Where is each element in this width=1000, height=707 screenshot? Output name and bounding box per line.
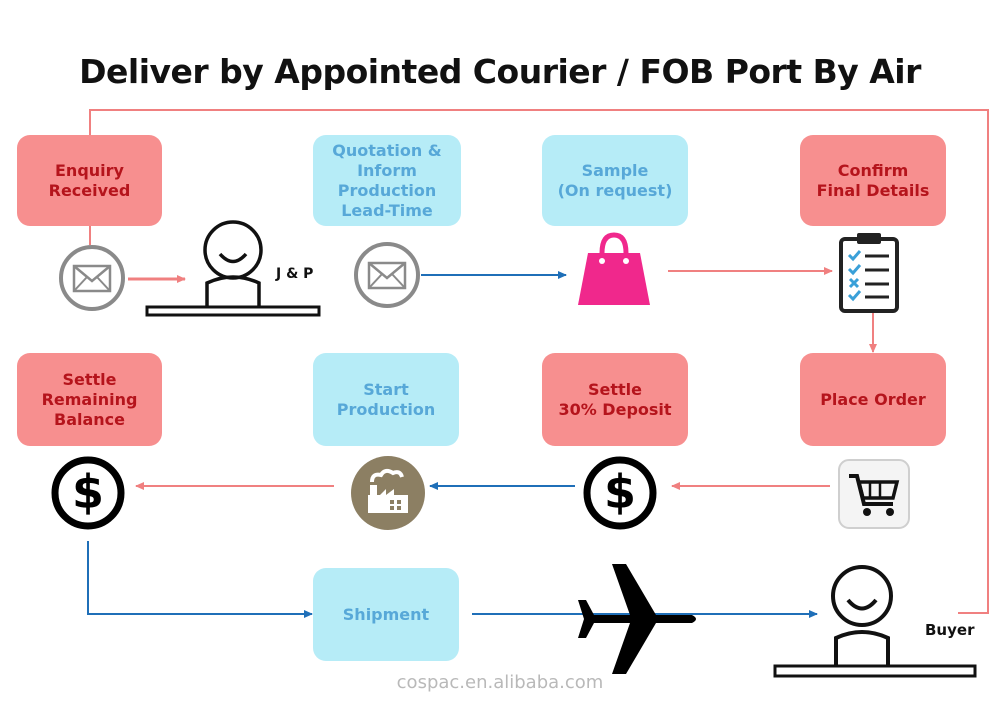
watermark: cospac.en.alibaba.com (396, 672, 604, 693)
step-label: Settle Remaining Balance (41, 369, 138, 429)
envelope-icon (354, 242, 420, 308)
loop-connector (89, 109, 989, 614)
step-settle-deposit: Settle 30% Deposit (542, 353, 688, 446)
step-label: Start Production (336, 379, 436, 419)
supplier-label: J & P (276, 266, 314, 282)
step-place-order: Place Order (800, 353, 946, 446)
clipboard-checklist-icon (839, 233, 899, 313)
shopping-cart-icon (838, 459, 910, 529)
buyer-label: Buyer (925, 621, 975, 639)
step-label: Quotation & Inform Production Lead-Time (332, 140, 442, 220)
airplane-icon (578, 564, 696, 674)
step-label: Settle 30% Deposit (558, 379, 672, 419)
step-sample: Sample (On request) (542, 135, 688, 226)
step-label: Confirm Final Details (816, 160, 930, 200)
envelope-icon (59, 245, 125, 311)
step-label: Sample (On request) (557, 160, 673, 200)
step-enquiry-received: Enquiry Received (17, 135, 162, 226)
person-icon (773, 565, 977, 678)
dollar-icon: $ (583, 456, 657, 530)
step-settle-remaining-balance: Settle Remaining Balance (17, 353, 162, 446)
step-confirm-final-details: Confirm Final Details (800, 135, 946, 226)
shopping-bag-icon (578, 232, 650, 305)
factory-icon (351, 456, 425, 530)
step-label: Place Order (820, 389, 926, 409)
page-title: Deliver by Appointed Courier / FOB Port … (79, 52, 921, 91)
svg-text:$: $ (72, 465, 104, 519)
svg-text:$: $ (604, 465, 636, 519)
step-label: Shipment (342, 604, 430, 624)
step-label: Enquiry Received (48, 160, 131, 200)
arrow-balance-shipment (87, 541, 313, 618)
dollar-icon: $ (51, 456, 125, 530)
person-icon (145, 220, 321, 317)
step-start-production: Start Production (313, 353, 459, 446)
step-quotation: Quotation & Inform Production Lead-Time (313, 135, 461, 226)
step-shipment: Shipment (313, 568, 459, 661)
